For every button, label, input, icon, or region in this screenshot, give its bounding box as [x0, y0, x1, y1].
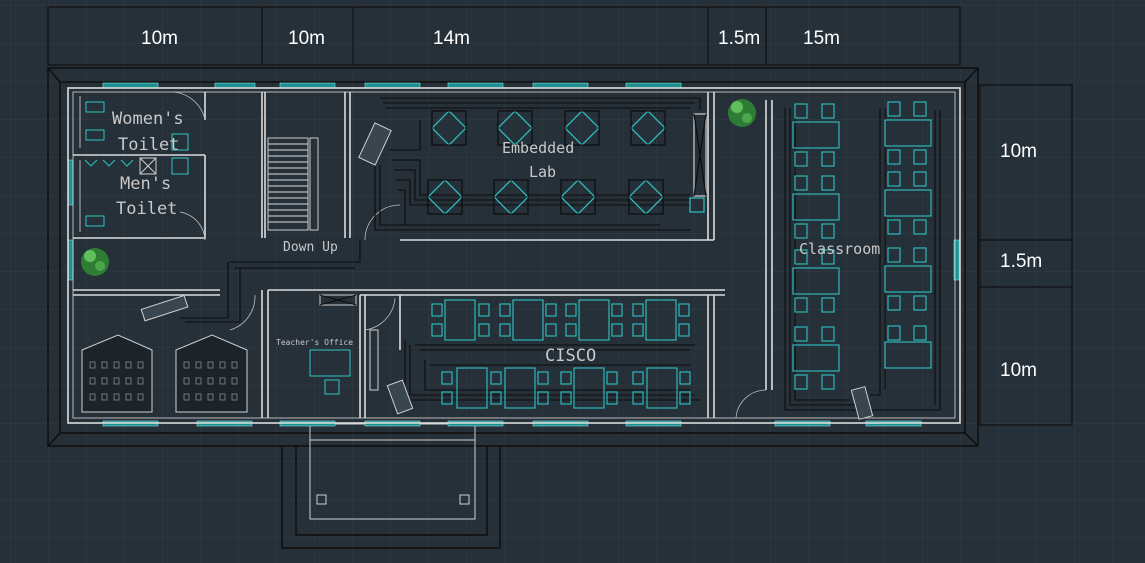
label-stairs: Down Up: [283, 240, 338, 255]
dim-right-2: 1.5m: [1000, 251, 1042, 272]
workstation: [564, 110, 600, 146]
dimension-frames: [47, 6, 1073, 426]
classroom-desks: [792, 101, 932, 390]
label-mens-toilet-2: Toilet: [116, 199, 177, 219]
workstation: [497, 110, 533, 146]
storage-shelves: [81, 334, 248, 413]
dim-right-3: 10m: [1000, 360, 1037, 381]
tree-right: [728, 99, 756, 127]
room-labels: Women's Toilet Men's Toilet Down Up Embe…: [112, 109, 880, 366]
desk-row-1: [431, 299, 690, 341]
label-mens-toilet-1: Men's: [120, 174, 171, 194]
label-embedded-lab-2: Lab: [529, 163, 556, 181]
dim-top-2: 10m: [288, 28, 325, 49]
label-cisco: CISCO: [545, 346, 596, 366]
workstation: [628, 179, 664, 215]
workstation: [427, 179, 463, 215]
dim-top-3: 14m: [433, 28, 470, 49]
workstation: [493, 179, 529, 215]
tree-left: [81, 248, 109, 276]
toilet-fixtures: [84, 101, 189, 227]
right-dimension-labels: 10m 1.5m 10m: [1000, 141, 1042, 381]
lab-box: [689, 197, 705, 213]
staircase: [267, 137, 319, 231]
teachers-office-furniture: [309, 294, 379, 395]
label-womens-toilet-2: Toilet: [118, 135, 179, 155]
dim-top-4: 1.5m: [718, 28, 760, 49]
workstation: [630, 110, 666, 146]
label-teachers-office: Teacher's Office: [276, 338, 353, 347]
dim-top-5: 15m: [803, 28, 840, 49]
label-womens-toilet-1: Women's: [112, 109, 184, 129]
workstation: [431, 110, 467, 146]
lab-cabinet: [693, 113, 707, 197]
interior-walls: [67, 87, 961, 424]
workstation: [560, 179, 596, 215]
label-embedded-lab-1: Embedded: [502, 139, 574, 157]
cisco-desks: [431, 299, 691, 409]
label-classroom: Classroom: [799, 240, 880, 258]
door-swings: [171, 91, 767, 419]
desk-row-2: [441, 367, 691, 409]
dim-right-1: 10m: [1000, 141, 1037, 162]
building-outline: [47, 67, 979, 549]
dim-top-1: 10m: [141, 28, 178, 49]
embedded-lab-workstations: [427, 110, 707, 215]
top-dimension-labels: 10m 10m 14m 1.5m 15m: [141, 28, 840, 49]
network-racks: [140, 122, 874, 420]
